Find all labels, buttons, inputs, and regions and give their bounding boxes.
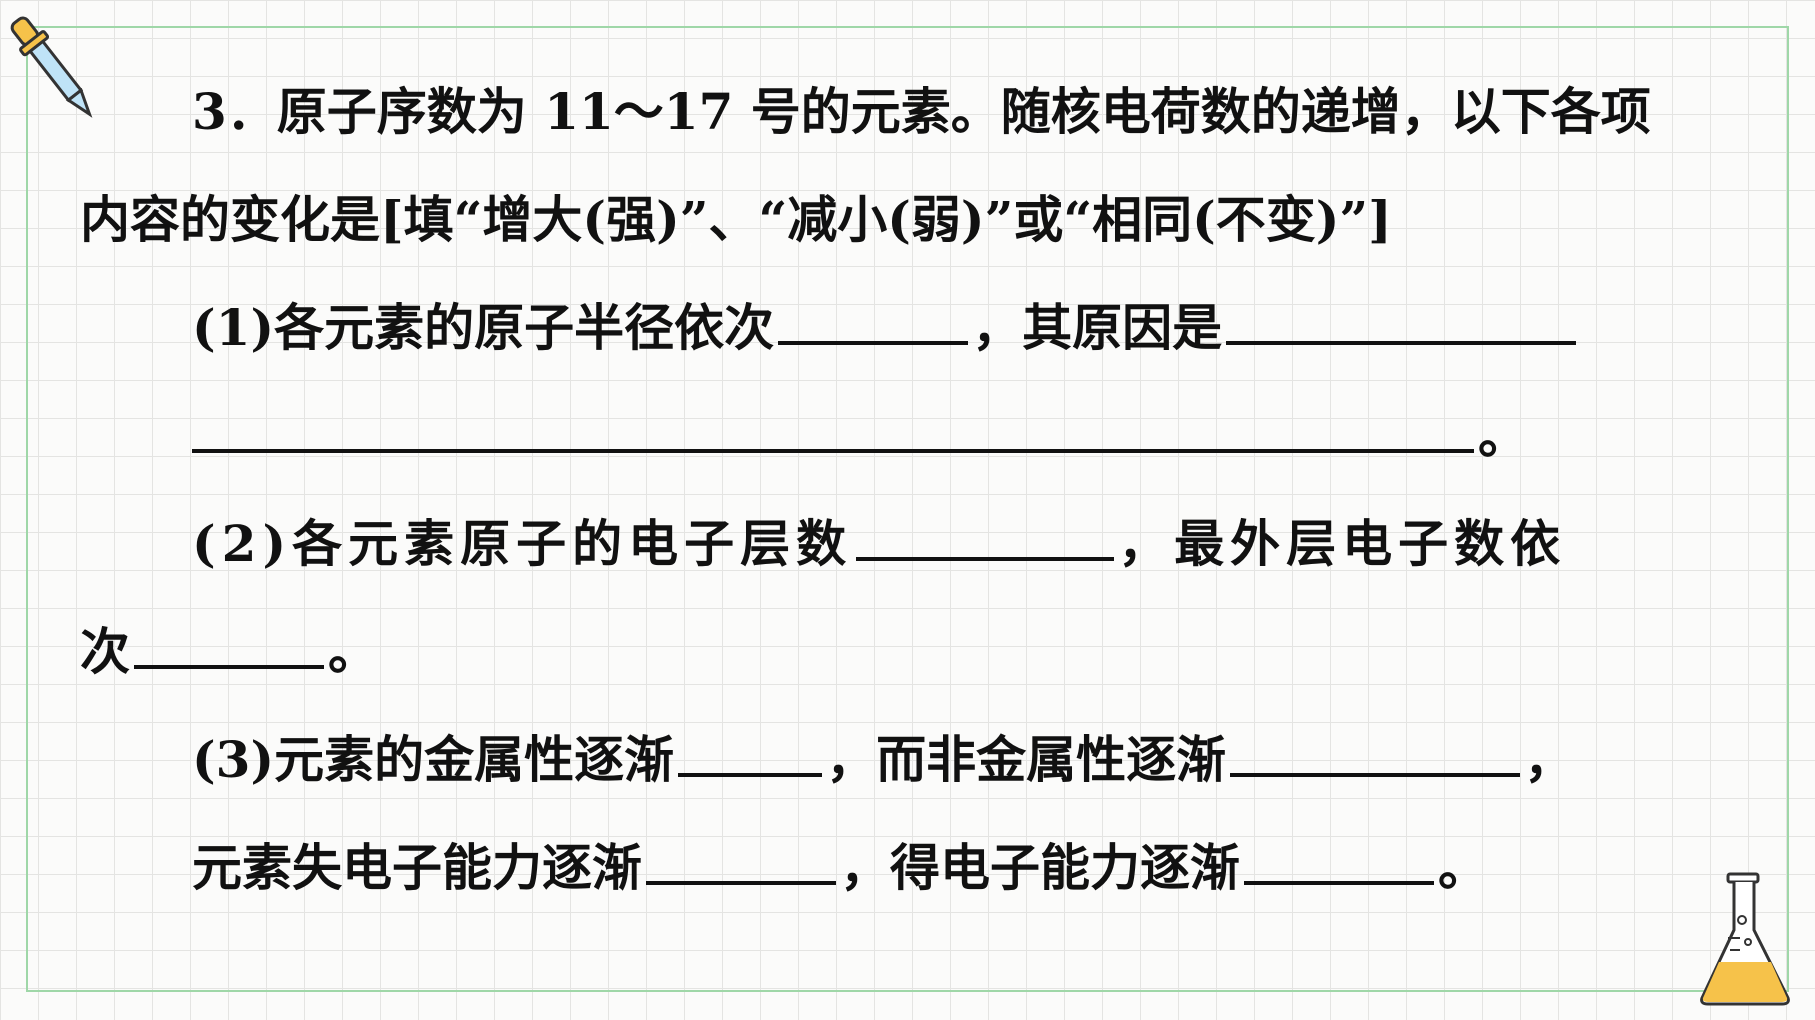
answer-blank-reason-1[interactable] xyxy=(1226,291,1577,345)
answer-blank-reason-2[interactable] xyxy=(192,399,1474,453)
part3-text: (3)元素的金属性逐渐 xyxy=(192,730,675,789)
part1-line: (1)各元素的原子半径依次，其原因是 xyxy=(80,274,1732,382)
question-stem-line1: 3．原子序数为 11～17 号的元素。随核电荷数的递增，以下各项 xyxy=(192,82,1651,141)
answer-blank-lose-electron[interactable] xyxy=(646,831,836,885)
question-stem-line2: 内容的变化是[填“增大(强)”、“减小(弱)”或“相同(不变)”] xyxy=(80,190,1392,249)
part2-line: (2)各元素原子的电子层数，最外层电子数依 xyxy=(80,490,1732,598)
answer-blank-nonmetallic[interactable] xyxy=(1230,723,1521,777)
part2-text: (2)各元素原子的电子层数 xyxy=(192,514,853,573)
question-body: 3．原子序数为 11～17 号的元素。随核电荷数的递增，以下各项 内容的变化是[… xyxy=(80,58,1732,922)
part2-continue-line: 次。 xyxy=(80,598,1732,706)
part3-continue-line: 元素失电子能力逐渐，得电子能力逐渐。 xyxy=(80,814,1732,922)
answer-blank-outer-electrons[interactable] xyxy=(134,615,324,669)
page-frame xyxy=(26,26,1789,992)
answer-blank-shells[interactable] xyxy=(856,507,1115,561)
part1-text: (1)各元素的原子半径依次 xyxy=(192,298,775,357)
part1-continue-line: 。 xyxy=(80,382,1732,490)
part3-line: (3)元素的金属性逐渐，而非金属性逐渐， xyxy=(80,706,1732,814)
answer-blank-radius[interactable] xyxy=(778,291,969,345)
dropper-icon xyxy=(10,16,93,118)
flask-icon xyxy=(1700,872,1790,1006)
answer-blank-gain-electron[interactable] xyxy=(1244,831,1434,885)
answer-blank-metallic[interactable] xyxy=(678,723,823,777)
